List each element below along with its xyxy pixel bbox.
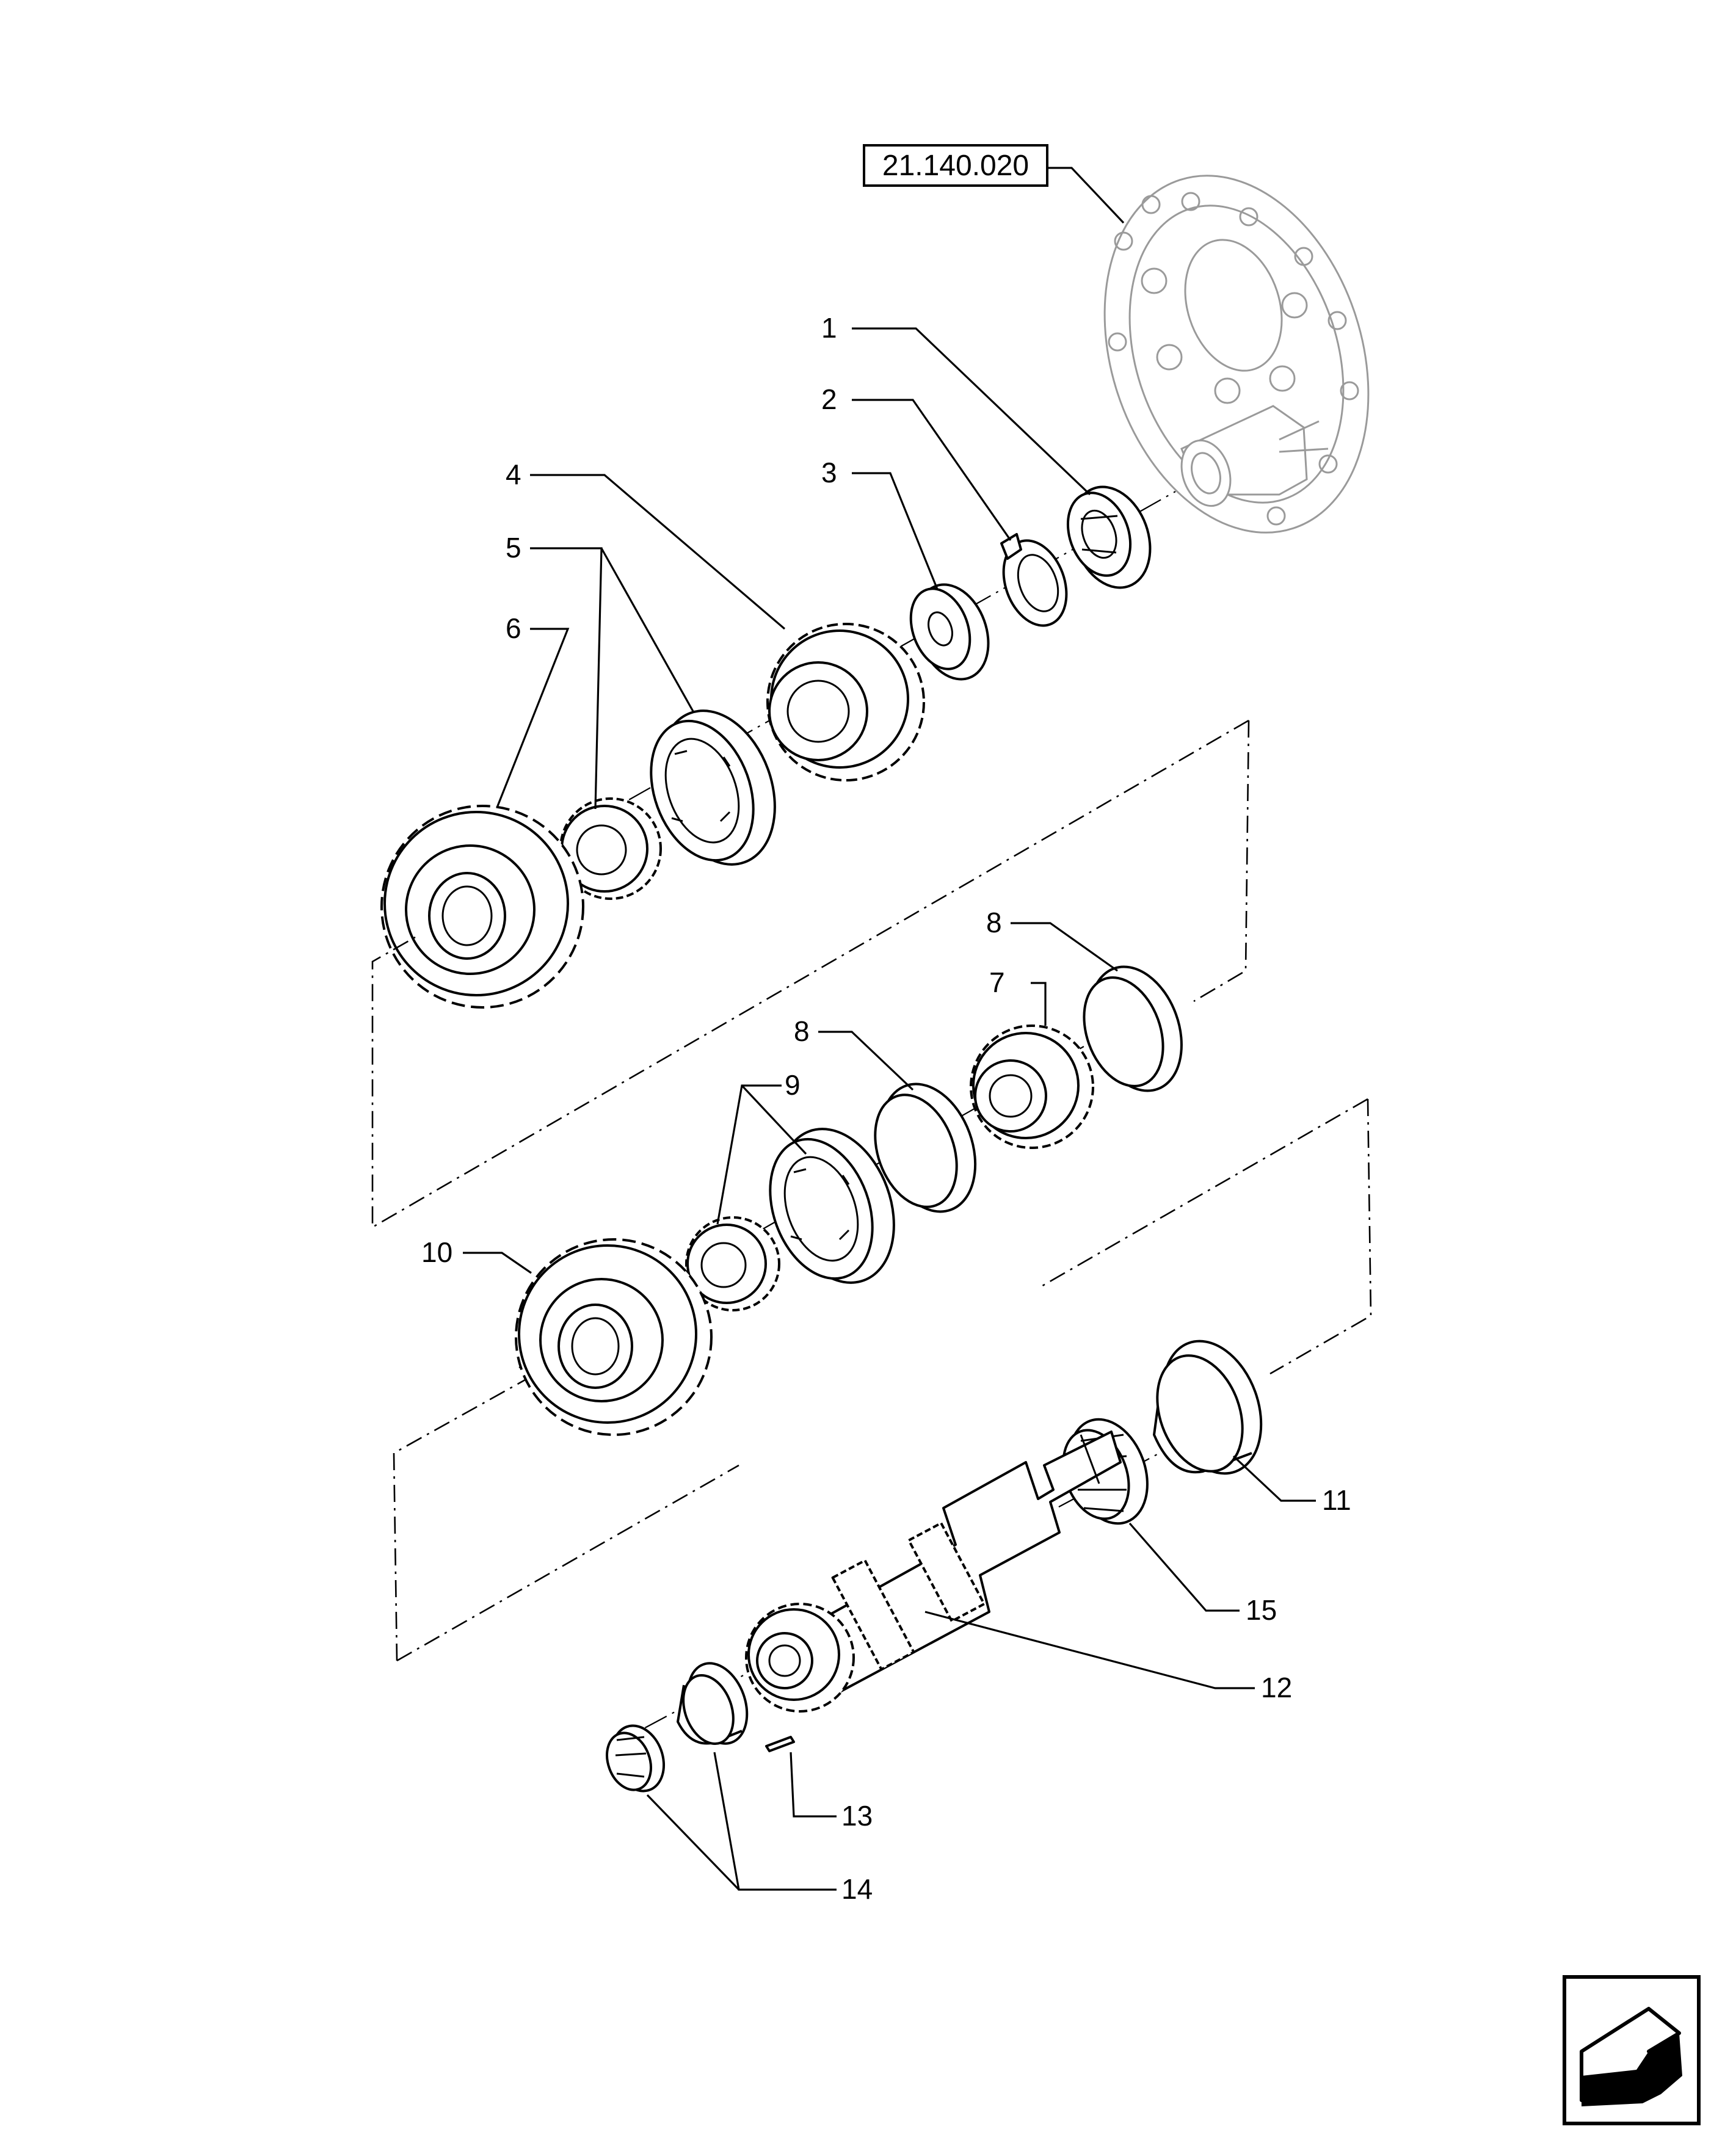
leader-5 [530,547,694,810]
gear-part-6 [380,805,584,1009]
callout-12[interactable]: 12 [1261,1672,1292,1703]
leader-13 [790,1752,837,1818]
callout-13[interactable]: 13 [841,1800,873,1832]
bearing-cup-part-11 [1153,1340,1263,1475]
leader-2 [852,399,1012,541]
leader-3 [852,472,939,590]
key-part-13 [765,1736,795,1752]
leader-11 [1232,1455,1316,1502]
gear-part-7 [970,1024,1094,1149]
leader-14 [646,1752,837,1891]
callout-10[interactable]: 10 [421,1236,452,1268]
retaining-ring-part-2 [1000,533,1068,627]
bearing-part-1 [1066,485,1152,589]
previous-page-arrow-icon[interactable] [1563,1975,1701,2125]
leader-15 [1128,1522,1240,1612]
svg-text:21.140.020: 21.140.020 [882,150,1029,182]
spacer-part-8-upper [1083,965,1183,1092]
callout-3[interactable]: 3 [821,457,837,488]
shaft-part-12 [745,1431,1122,1713]
callout-15[interactable]: 15 [1246,1594,1277,1626]
callout-6[interactable]: 6 [506,612,521,644]
sleeve-part-5 [650,709,776,866]
leader-8b [818,1031,914,1091]
callout-8-upper[interactable]: 8 [986,907,1002,938]
leader-6 [496,628,570,807]
bearing-cup-part-14 [677,1662,749,1746]
callout-7[interactable]: 7 [989,966,1005,998]
gear-part-10 [515,1238,713,1436]
leader-1 [852,327,1091,496]
callout-2[interactable]: 2 [821,383,837,415]
hub-part-9 [685,1216,780,1311]
leader-9 [716,1084,807,1225]
spacer-part-8-lower [874,1082,977,1213]
callout-9[interactable]: 9 [785,1069,801,1101]
callout-8-lower[interactable]: 8 [794,1015,810,1047]
callout-1[interactable]: 1 [821,312,837,344]
leader-10 [463,1252,532,1274]
connection-line-upper [371,719,1250,1229]
leader-7 [1031,982,1047,1026]
roller-bearing-part-14 [606,1724,666,1793]
callout-5[interactable]: 5 [506,532,521,564]
reference-leader [1047,167,1125,224]
housing-outline-icon [1103,175,1370,534]
leader-4 [530,474,786,630]
washer-part-3 [909,583,990,681]
callout-4[interactable]: 4 [506,459,521,490]
sleeve-part-9 [769,1128,895,1284]
leader-12 [924,1611,1255,1689]
hub-part-5 [559,797,662,900]
reference-label[interactable]: 21.140.020 [863,144,1048,187]
callout-14[interactable]: 14 [841,1873,873,1905]
callout-11[interactable]: 11 [1322,1484,1351,1516]
leader-8a [1011,922,1118,972]
gear-part-4 [766,623,925,781]
